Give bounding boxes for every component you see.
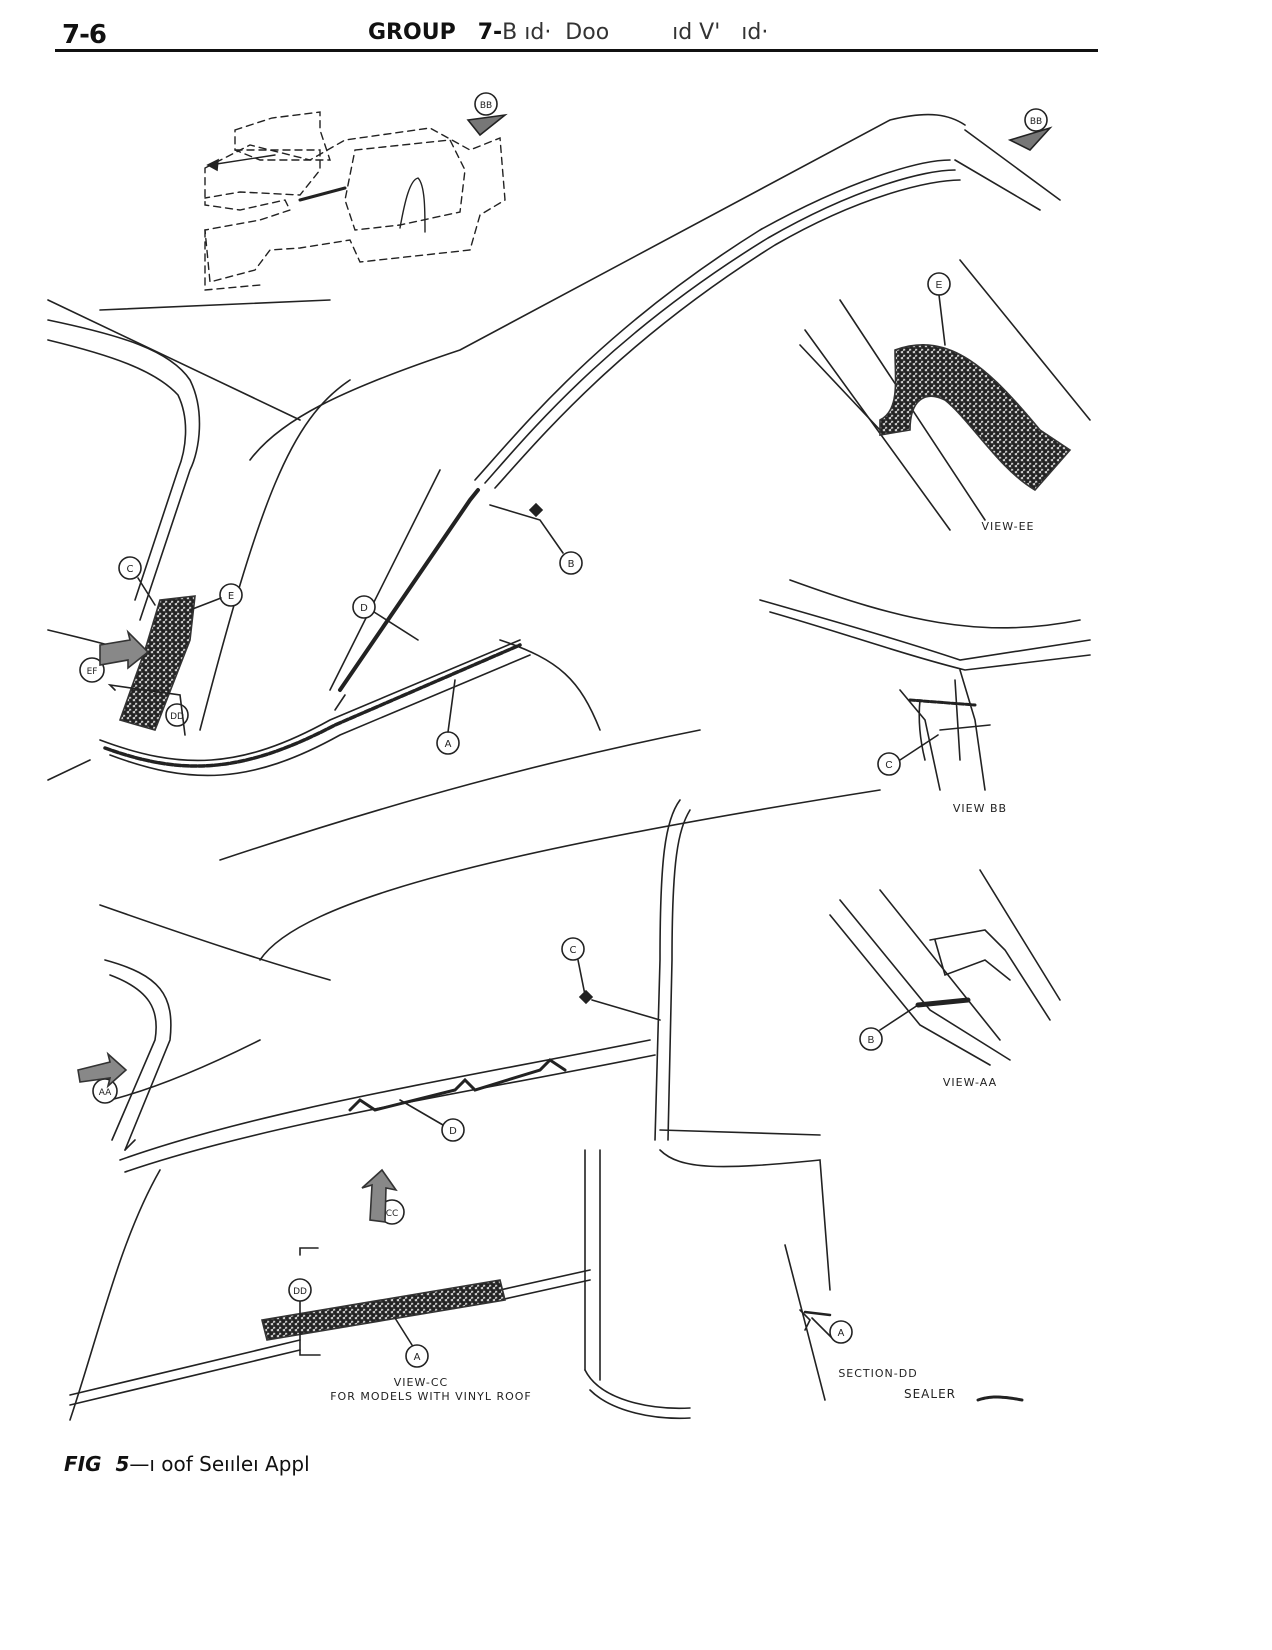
callout-d-lower: D (399, 1099, 465, 1142)
callout-dd-top: DD (107, 683, 189, 736)
view-ee-label: VIEW-EE (981, 520, 1034, 533)
callout-a-main: A (436, 679, 460, 755)
svg-text:C: C (570, 945, 577, 956)
sealer-legend-label: SEALER (904, 1387, 956, 1401)
callout-aa: AA (77, 1051, 128, 1104)
view-aa-inset: B VIEW-AA (829, 869, 1061, 1089)
view-bb-label: VIEW BB (953, 802, 1007, 815)
callout-a-view-cc: A (394, 1317, 429, 1368)
running-head: GROUP 7-B ıd· Doo ıd V' ıd· (368, 20, 768, 45)
caption-dash: — (129, 1452, 150, 1476)
svg-text:C: C (885, 760, 892, 771)
svg-text:E: E (228, 591, 234, 602)
callout-bb-top-right: BB (1007, 108, 1053, 151)
figure-caption: FIG 5—ı oof Seıılеı Appl (64, 1452, 310, 1476)
lower-roof-drawing (69, 789, 881, 1421)
group-number: 7- (477, 20, 503, 45)
svg-text:A: A (838, 1328, 845, 1339)
group-label: GROUP (368, 20, 456, 45)
svg-text:DD: DD (293, 1287, 307, 1297)
roof-sealer-figure: BB BB B C E D EF DD A (0, 70, 1272, 1430)
stipple-strip-vinyl (261, 1279, 506, 1341)
callout-ef: EF (79, 629, 150, 683)
section-dd-label: SECTION-DD (838, 1367, 917, 1380)
view-bb-inset: C VIEW BB (759, 579, 1091, 815)
svg-text:B: B (868, 1035, 875, 1046)
svg-text:CC: CC (386, 1209, 399, 1219)
figure-number: FIG 5 (64, 1452, 130, 1476)
callout-b-main: B (489, 502, 583, 575)
sealer-bead-a (103, 643, 522, 768)
svg-text:D: D (449, 1126, 457, 1137)
svg-text:E: E (936, 280, 943, 291)
svg-text:C: C (127, 564, 134, 575)
sealer-bead-d (338, 488, 480, 692)
view-cc-label: VIEW-CC (394, 1376, 448, 1389)
svg-text:AA: AA (99, 1088, 112, 1098)
callout-dd-lower: DD (288, 1278, 312, 1302)
dashed-inset-arrow (209, 154, 276, 166)
sealer-legend-swatch (976, 1395, 1024, 1402)
svg-text:DD: DD (170, 712, 184, 722)
page-number: 7-6 (62, 20, 107, 50)
svg-text:BB: BB (480, 101, 492, 111)
callout-d-main: D (352, 595, 419, 641)
svg-text:EF: EF (87, 667, 98, 677)
callout-c-left: C (118, 556, 156, 606)
caption-text: ı oof Seıılеı Appl (149, 1452, 310, 1476)
callout-cc: CC (361, 1168, 405, 1225)
section-dd-inset: A SECTION-DD SEALER (784, 1244, 1024, 1402)
vinyl-roof-note: FOR MODELS WITH VINYL ROOF (330, 1390, 532, 1403)
svg-text:D: D (360, 603, 368, 614)
dashed-inset-ridge (298, 186, 347, 202)
view-aa-label: VIEW-AA (943, 1076, 997, 1089)
svg-text:A: A (414, 1352, 421, 1363)
header-rule (55, 49, 1098, 52)
svg-text:BB: BB (1030, 117, 1042, 127)
callout-c-lower: C (561, 937, 661, 1021)
svg-text:B: B (568, 559, 575, 570)
sealer-bead-d-lower (348, 1058, 567, 1112)
upper-roof-drawing (47, 113, 1061, 861)
view-ee-inset: E VIEW-EE (799, 259, 1091, 533)
dashed-inset-drawing (204, 111, 506, 291)
callout-e-left: E (189, 583, 243, 611)
callout-bb-top-left: BB (466, 92, 508, 137)
svg-text:A: A (445, 739, 452, 750)
group-title: B ıd· Doo ıd V' ıd· (502, 20, 769, 45)
